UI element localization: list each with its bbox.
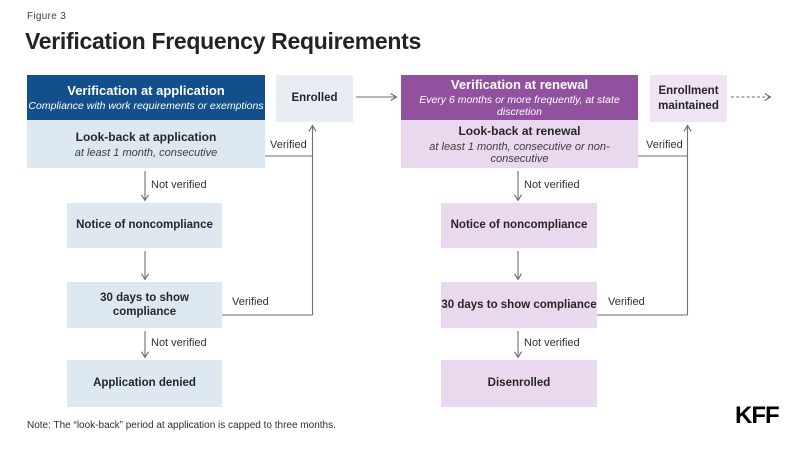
edge-label-ren-verified-2: Verified (608, 296, 645, 308)
footnote: Note: The “look-back” period at applicat… (27, 420, 336, 431)
edge-label-app-verified-2: Verified (232, 296, 269, 308)
edge-label-ren-not-verified-2: Not verified (524, 337, 580, 349)
renewal-lookback-title: Look-back at renewal (458, 123, 581, 138)
application-notice-box: Notice of noncompliance (67, 203, 222, 248)
page-title: Verification Frequency Requirements (25, 28, 421, 54)
renewal-compliance-window-box: 30 days to show compliance (441, 282, 597, 328)
application-lookback-title: Look-back at application (75, 129, 217, 144)
application-header-subtitle: Compliance with work requirements or exe… (28, 100, 264, 113)
kff-logo: KFF (735, 402, 780, 429)
figure-label: Figure 3 (27, 11, 67, 22)
application-denied-box: Application denied (67, 360, 222, 407)
edge-label-ren-not-verified-1: Not verified (524, 179, 580, 191)
renewal-notice-box: Notice of noncompliance (441, 203, 597, 248)
edge-label-ren-verified-1: Verified (646, 139, 683, 151)
enrollment-maintained-box: Enrollment maintained (650, 75, 727, 122)
application-header-box: Verification at application Compliance w… (27, 75, 265, 120)
disenrolled-box: Disenrolled (441, 360, 597, 407)
application-compliance-window-box: 30 days to show compliance (67, 282, 222, 328)
edge-label-app-not-verified-2: Not verified (151, 337, 207, 349)
edge-label-app-not-verified-1: Not verified (151, 179, 207, 191)
application-header-title: Verification at application (67, 82, 225, 98)
renewal-lookback-subtitle: at least 1 month, consecutive or non-con… (429, 140, 610, 165)
renewal-header-box: Verification at renewal Every 6 months o… (401, 75, 638, 120)
edge-label-app-verified-1: Verified (270, 139, 307, 151)
application-lookback-subtitle: at least 1 month, consecutive (74, 146, 218, 159)
renewal-header-title: Verification at renewal (450, 76, 589, 92)
enrolled-box: Enrolled (276, 75, 353, 122)
renewal-lookback-box: Look-back at renewal at least 1 month, c… (401, 120, 638, 168)
renewal-header-subtitle: Every 6 months or more frequently, at st… (419, 94, 620, 119)
application-lookback-box: Look-back at application at least 1 mont… (27, 120, 265, 168)
